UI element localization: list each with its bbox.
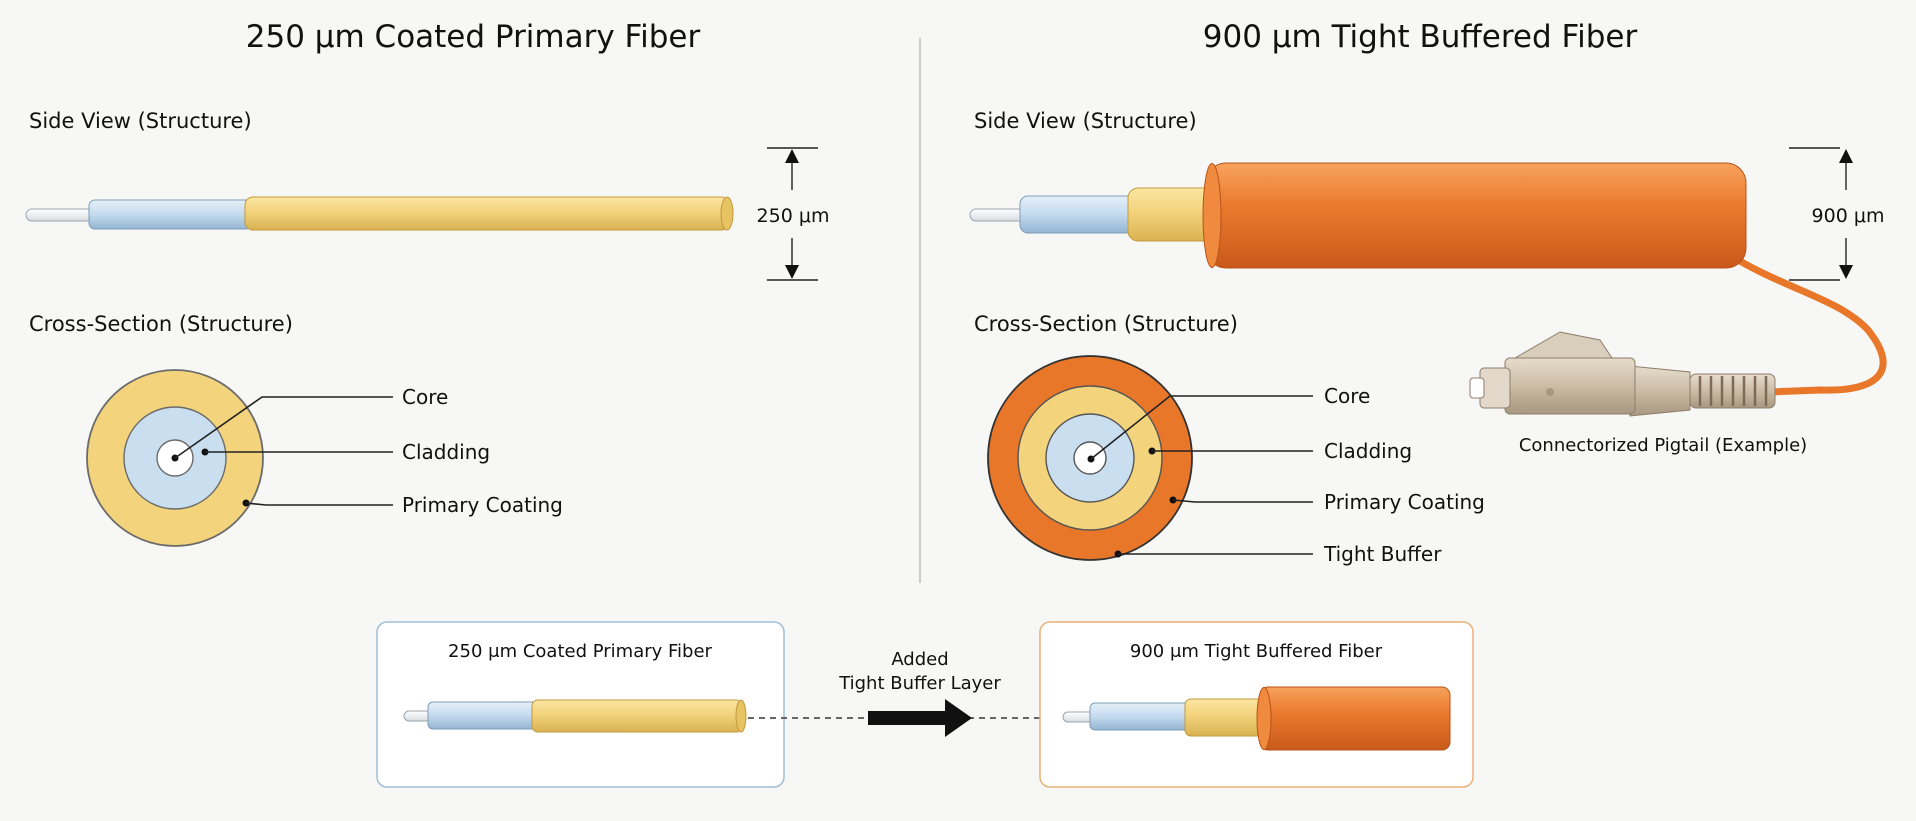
left-cross-section xyxy=(86,369,393,547)
right-dimension-label: 900 μm xyxy=(1812,205,1885,227)
left-dimension-label: 250 μm xyxy=(757,205,830,227)
compare-arrow-label-2: Tight Buffer Layer xyxy=(838,673,1001,694)
right-side-view-label: Side View (Structure) xyxy=(974,109,1197,133)
left-coating-segment xyxy=(244,196,730,231)
left-label-cladding: Cladding xyxy=(402,440,490,464)
compare-right-fiber xyxy=(1062,686,1451,751)
right-buffer-segment xyxy=(1205,162,1747,269)
left-dimension-marker: 250 μm xyxy=(757,147,830,281)
lc-connector xyxy=(1469,331,1776,417)
compare-arrow-label-1: Added xyxy=(891,649,948,670)
right-label-primary-coating: Primary Coating xyxy=(1324,490,1485,514)
left-title: 250 μm Coated Primary Fiber xyxy=(246,19,701,55)
left-side-view-fiber xyxy=(25,196,734,231)
compare-right-title: 900 μm Tight Buffered Fiber xyxy=(1130,641,1383,662)
right-cross-section xyxy=(987,355,1313,561)
left-cladding-segment xyxy=(88,199,253,230)
pigtail-cable xyxy=(1734,256,1887,396)
compare-left-title: 250 μm Coated Primary Fiber xyxy=(448,641,713,662)
left-cross-section-label: Cross-Section (Structure) xyxy=(29,312,293,336)
right-label-tight-buffer: Tight Buffer xyxy=(1323,542,1442,566)
left-side-view-label: Side View (Structure) xyxy=(29,109,252,133)
right-label-core: Core xyxy=(1324,384,1370,408)
right-dimension-marker: 900 μm xyxy=(1789,147,1885,281)
left-label-core: Core xyxy=(402,385,448,409)
right-label-cladding: Cladding xyxy=(1324,439,1412,463)
compare-arrow xyxy=(868,699,972,737)
right-cross-section-label: Cross-Section (Structure) xyxy=(974,312,1238,336)
compare-left-fiber xyxy=(403,699,747,733)
right-title: 900 μm Tight Buffered Fiber xyxy=(1203,19,1638,55)
left-core-segment xyxy=(25,208,99,222)
left-label-primary-coating: Primary Coating xyxy=(402,493,563,517)
right-side-view-fiber xyxy=(969,162,1747,269)
connector-caption: Connectorized Pigtail (Example) xyxy=(1519,435,1807,456)
